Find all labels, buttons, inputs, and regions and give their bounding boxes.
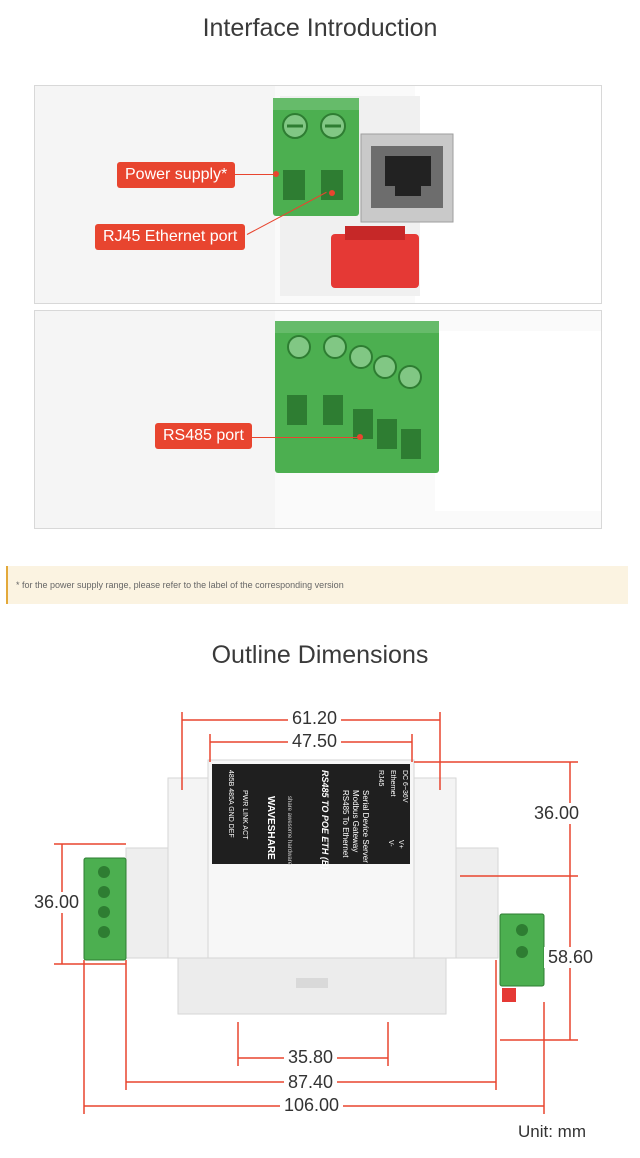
panel-rs485: RS485 port [34, 310, 602, 529]
callout-power-supply: Power supply* [117, 162, 236, 188]
dim-right-upper: 36.00 [530, 803, 584, 824]
dim-left-height: 36.00 [30, 892, 84, 913]
callout-rs485: RS485 port [155, 423, 252, 449]
label-vplus: V+ [397, 840, 404, 849]
label-power-spec: DC 6~36V [401, 770, 408, 803]
label-vminus: V- [387, 840, 394, 847]
label-brand: WAVESHARE [265, 796, 276, 860]
device-photo-bottom [275, 311, 601, 528]
label-model: RS485 TO POE ETH (B) [320, 770, 330, 870]
device-label [212, 764, 410, 864]
label-ethernet: Ethernet [389, 770, 396, 797]
label-brand-sub: share awesome hardware [286, 796, 292, 866]
dim-top-inner: 47.50 [288, 731, 342, 752]
rs485-terminal-icon [275, 321, 439, 473]
rj45-port-icon [360, 133, 454, 223]
interface-title: Interface Introduction [202, 14, 438, 42]
power-supply-note: * for the power supply range, please ref… [6, 566, 628, 604]
dim-bottom-outer: 106.00 [280, 1095, 344, 1116]
callout-rj45: RJ45 Ethernet port [95, 224, 246, 250]
panel-power-rj45: Power supply* RJ45 Ethernet port [34, 85, 602, 304]
dim-bottom-mid: 87.40 [284, 1072, 338, 1093]
unit-label: Unit: mm [518, 1122, 586, 1141]
label-line-3: RS485 To Ethernet [341, 790, 350, 858]
dimension-drawing [54, 712, 578, 1114]
device-photo-top [273, 86, 601, 303]
left-terminal-icon [83, 857, 127, 961]
outline-title: Outline Dimensions [211, 641, 429, 669]
dim-right-lower: 58.60 [544, 947, 598, 968]
power-terminal-icon [273, 98, 359, 216]
dim-top-outer: 61.20 [288, 708, 342, 729]
label-rj45: RJ45 [377, 770, 384, 787]
label-line-2: Modbus Gateway [351, 790, 360, 853]
right-terminal-icon [499, 913, 545, 1002]
label-leds: PWR LINK ACT [241, 790, 248, 840]
label-line-1: Serial Device Server [361, 790, 370, 863]
label-left-pins: 485B 485A GND DEF [227, 770, 234, 838]
din-clip-icon [331, 234, 419, 288]
dim-bottom-inner: 35.80 [284, 1047, 338, 1068]
